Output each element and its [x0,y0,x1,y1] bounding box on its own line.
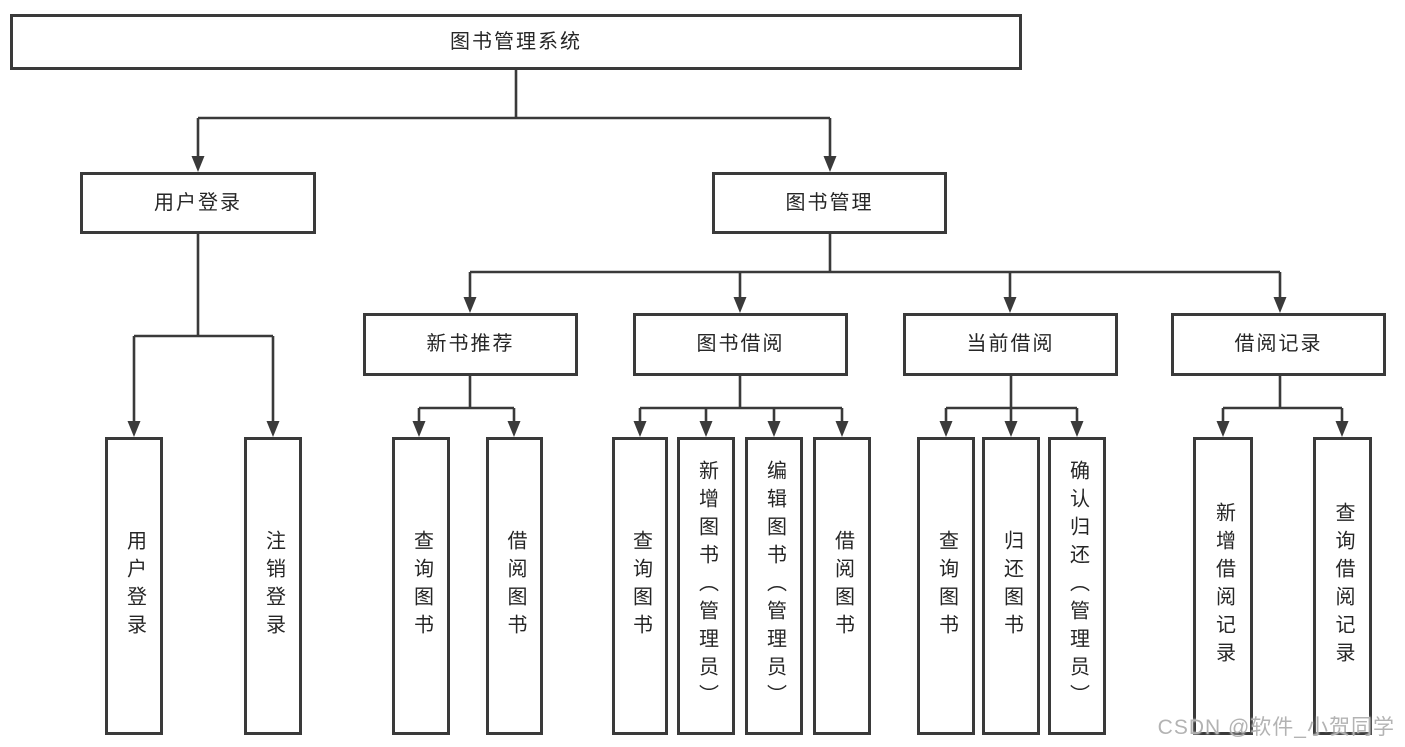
leaf-return-books: 归还图书 [982,437,1040,735]
leaf-user-login: 用户登录 [105,437,163,735]
leaf-edit-books-admin: 编辑图书（管理员） [745,437,803,735]
leaf-query-borrow-record: 查询借阅记录 [1313,437,1372,735]
connector-borrowrecords-to-leaves [1221,376,1344,423]
leaf-query-books-current: 查询图书 [917,437,975,735]
leaf-add-books-admin: 新增图书（管理员） [677,437,735,735]
node-borrowing-records: 借阅记录 [1171,313,1386,376]
leaf-add-borrow-record: 新增借阅记录 [1193,437,1253,735]
connector-bookmgmt-to-level3 [468,234,1282,299]
connector-newbook-to-leaves [417,376,516,423]
node-user-login: 用户登录 [80,172,316,234]
connector-userlogin-to-leaves [132,234,275,423]
node-new-book-recommendation: 新书推荐 [363,313,578,376]
leaf-borrow-books-recommend: 借阅图书 [486,437,543,735]
leaf-query-books-recommend: 查询图书 [392,437,450,735]
leaf-query-books-borrow: 查询图书 [612,437,668,735]
connector-currentborrow-to-leaves [944,376,1079,423]
leaf-confirm-return-admin: 确认归还（管理员） [1048,437,1106,735]
watermark: CSDN @软件_小贺同学 [1157,716,1395,739]
leaf-borrow-books: 借阅图书 [813,437,871,735]
node-book-management: 图书管理 [712,172,947,234]
connector-bookborrow-to-leaves [638,376,844,423]
connector-root-to-level2 [196,70,832,158]
node-book-borrowing: 图书借阅 [633,313,848,376]
node-library-management-system: 图书管理系统 [10,14,1022,70]
node-current-borrowing: 当前借阅 [903,313,1118,376]
leaf-logout: 注销登录 [244,437,302,735]
